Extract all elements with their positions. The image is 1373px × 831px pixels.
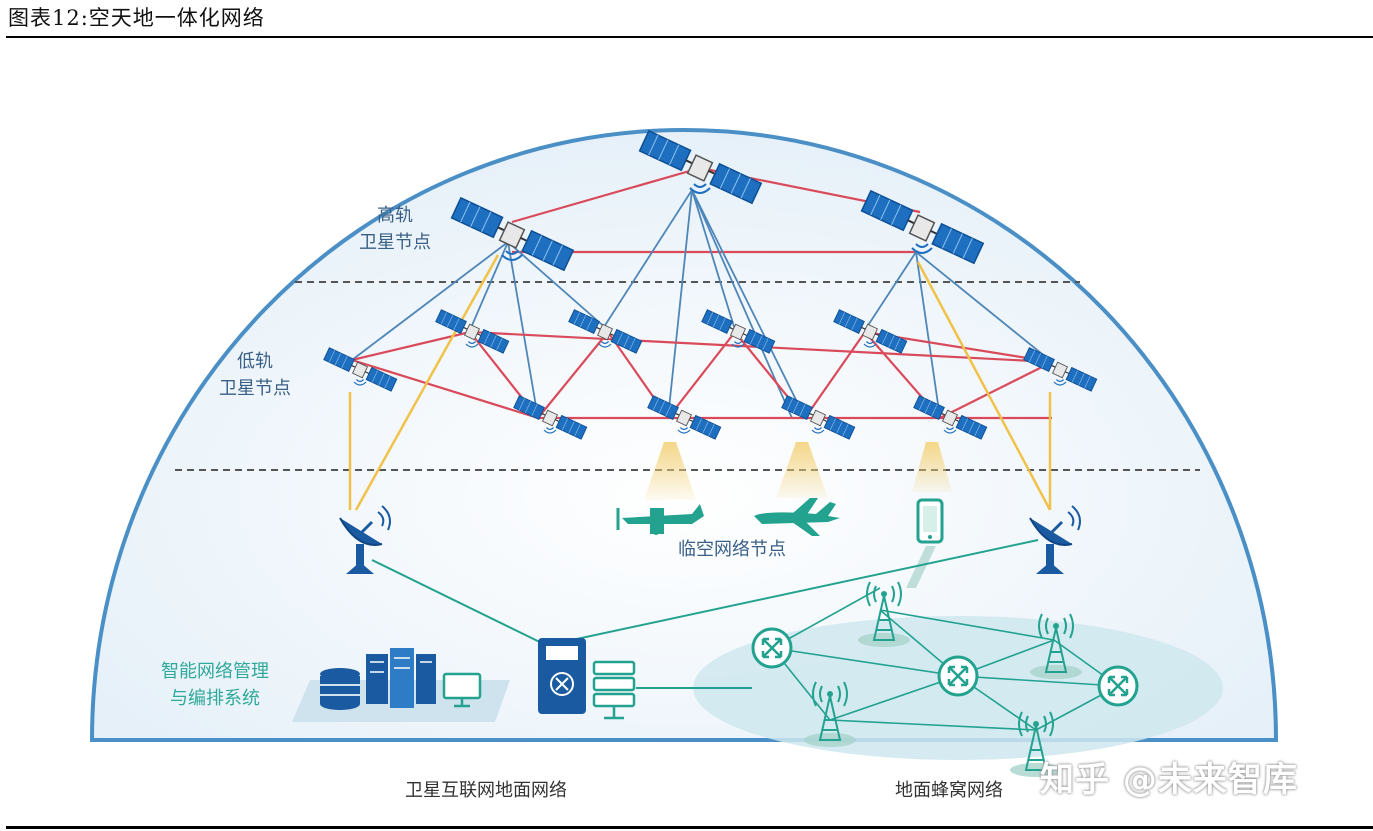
geo-label-line2: 卫星节点 (359, 232, 431, 253)
ground-network-label: 卫星互联网地面网络 (405, 780, 567, 801)
beam-phone (912, 442, 952, 492)
server-rack-icon (366, 648, 436, 708)
router-icon (751, 627, 793, 669)
geo-label: 高轨 卫星节点 (345, 202, 445, 256)
propeller-plane-icon (616, 504, 704, 535)
server-icon (592, 660, 636, 720)
leo-label: 低轨 卫星节点 (205, 348, 305, 402)
management-label-line2: 与编排系统 (170, 688, 260, 709)
beam-plane (644, 442, 696, 500)
top-rule (6, 36, 1373, 38)
near-space-label: 临空网络节点 (678, 539, 786, 560)
router-icon (1097, 665, 1139, 707)
beam-jet (776, 442, 828, 498)
cellular-network-label: 地面蜂窝网络 (895, 780, 1003, 801)
watermark: 知乎 @未来智库 (1040, 760, 1298, 800)
monitor-icon (442, 672, 482, 708)
feeder-links (348, 254, 1052, 511)
jet-icon (754, 498, 840, 536)
geo-label-line1: 高轨 (377, 205, 413, 226)
bottom-rule (6, 826, 1373, 829)
figure-caption: 图表12:空天地一体化网络 (8, 6, 265, 30)
database-icon (320, 668, 360, 710)
smartphone-icon (916, 498, 944, 544)
management-label-line1: 智能网络管理 (161, 661, 269, 682)
gateway-icon (538, 638, 586, 714)
space-air-ground-diagram (89, 128, 1279, 778)
router-icon (937, 655, 979, 697)
geo-leo-links (351, 189, 1053, 419)
management-label: 智能网络管理 与编排系统 (145, 658, 285, 712)
phone-beam (906, 546, 936, 588)
leo-label-line1: 低轨 (237, 351, 273, 372)
leo-label-line2: 卫星节点 (219, 378, 291, 399)
ground-links (371, 539, 1039, 689)
